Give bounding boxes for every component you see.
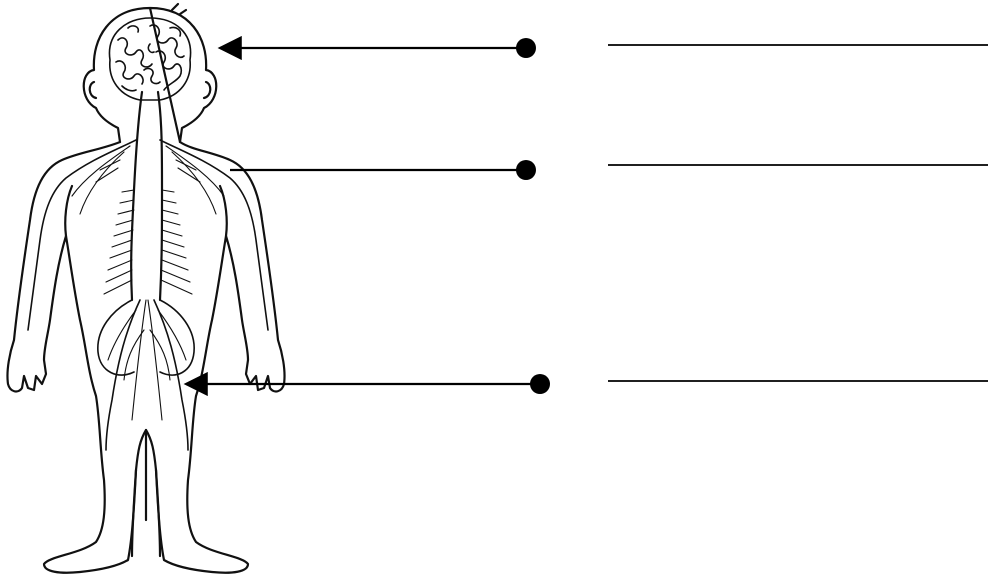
human-body-figure — [7, 4, 284, 573]
pointer-dot — [530, 374, 550, 394]
spinal-cord-illustration — [104, 92, 192, 300]
brain-illustration — [109, 18, 190, 100]
head-outline — [84, 8, 217, 142]
pointer-dot — [516, 160, 536, 180]
peripheral-nerves-illustration — [28, 140, 268, 450]
label-pointer-spinal-cord — [230, 160, 536, 180]
label-pointer-brain — [220, 38, 536, 58]
label-pointer-nerves — [186, 374, 550, 394]
pointer-dot — [516, 38, 536, 58]
